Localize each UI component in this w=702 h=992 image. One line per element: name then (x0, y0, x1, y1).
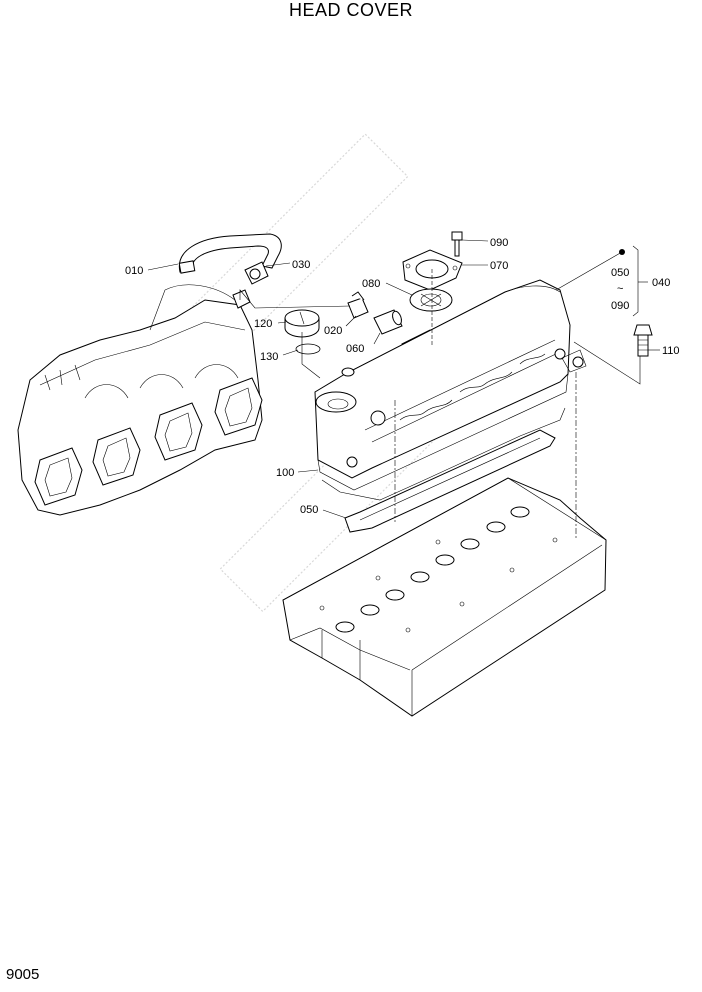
manifold (17, 284, 263, 516)
label-020: 020 (324, 325, 342, 337)
o-ring-130 (295, 343, 321, 355)
gasket-upper (321, 407, 566, 501)
cover-plate-070 (402, 249, 463, 291)
label-080: 080 (362, 278, 380, 290)
label-010: 010 (125, 265, 143, 277)
pipe-020 (347, 291, 369, 319)
head-cover-100 (314, 279, 587, 491)
label-range-separator: ~ (617, 283, 623, 295)
label-100: 100 (276, 467, 294, 479)
pipe-060 (373, 309, 403, 335)
label-110: 110 (662, 345, 680, 357)
label-060: 060 (346, 343, 364, 355)
part-labels: 010 030 020 060 080 070 090 120 130 100 … (125, 237, 680, 516)
bolt-110 (633, 324, 653, 357)
gasket-050 (344, 429, 556, 533)
cylinder-head (282, 477, 607, 717)
label-040: 040 (652, 277, 670, 289)
page-title: HEAD COVER (288, 0, 414, 20)
label-030: 030 (292, 259, 310, 271)
oil-filler-cap-120 (284, 309, 320, 338)
label-070: 070 (490, 260, 508, 272)
page-number: 9005 (6, 966, 40, 983)
leader-lines (147, 239, 660, 540)
label-120: 120 (254, 318, 272, 330)
manifold-flanges (34, 377, 263, 506)
screw-090 (451, 231, 463, 257)
diaphragm-080 (409, 288, 453, 312)
label-130: 130 (260, 351, 278, 363)
label-090-top: 090 (490, 237, 508, 249)
hose-clip-030 (244, 261, 269, 285)
label-050-range-start: 050 (611, 267, 629, 279)
valve-ports (335, 506, 530, 633)
label-050-bottom: 050 (300, 504, 318, 516)
label-090-range-end: 090 (611, 300, 629, 312)
breather-hose-010 (178, 233, 282, 274)
